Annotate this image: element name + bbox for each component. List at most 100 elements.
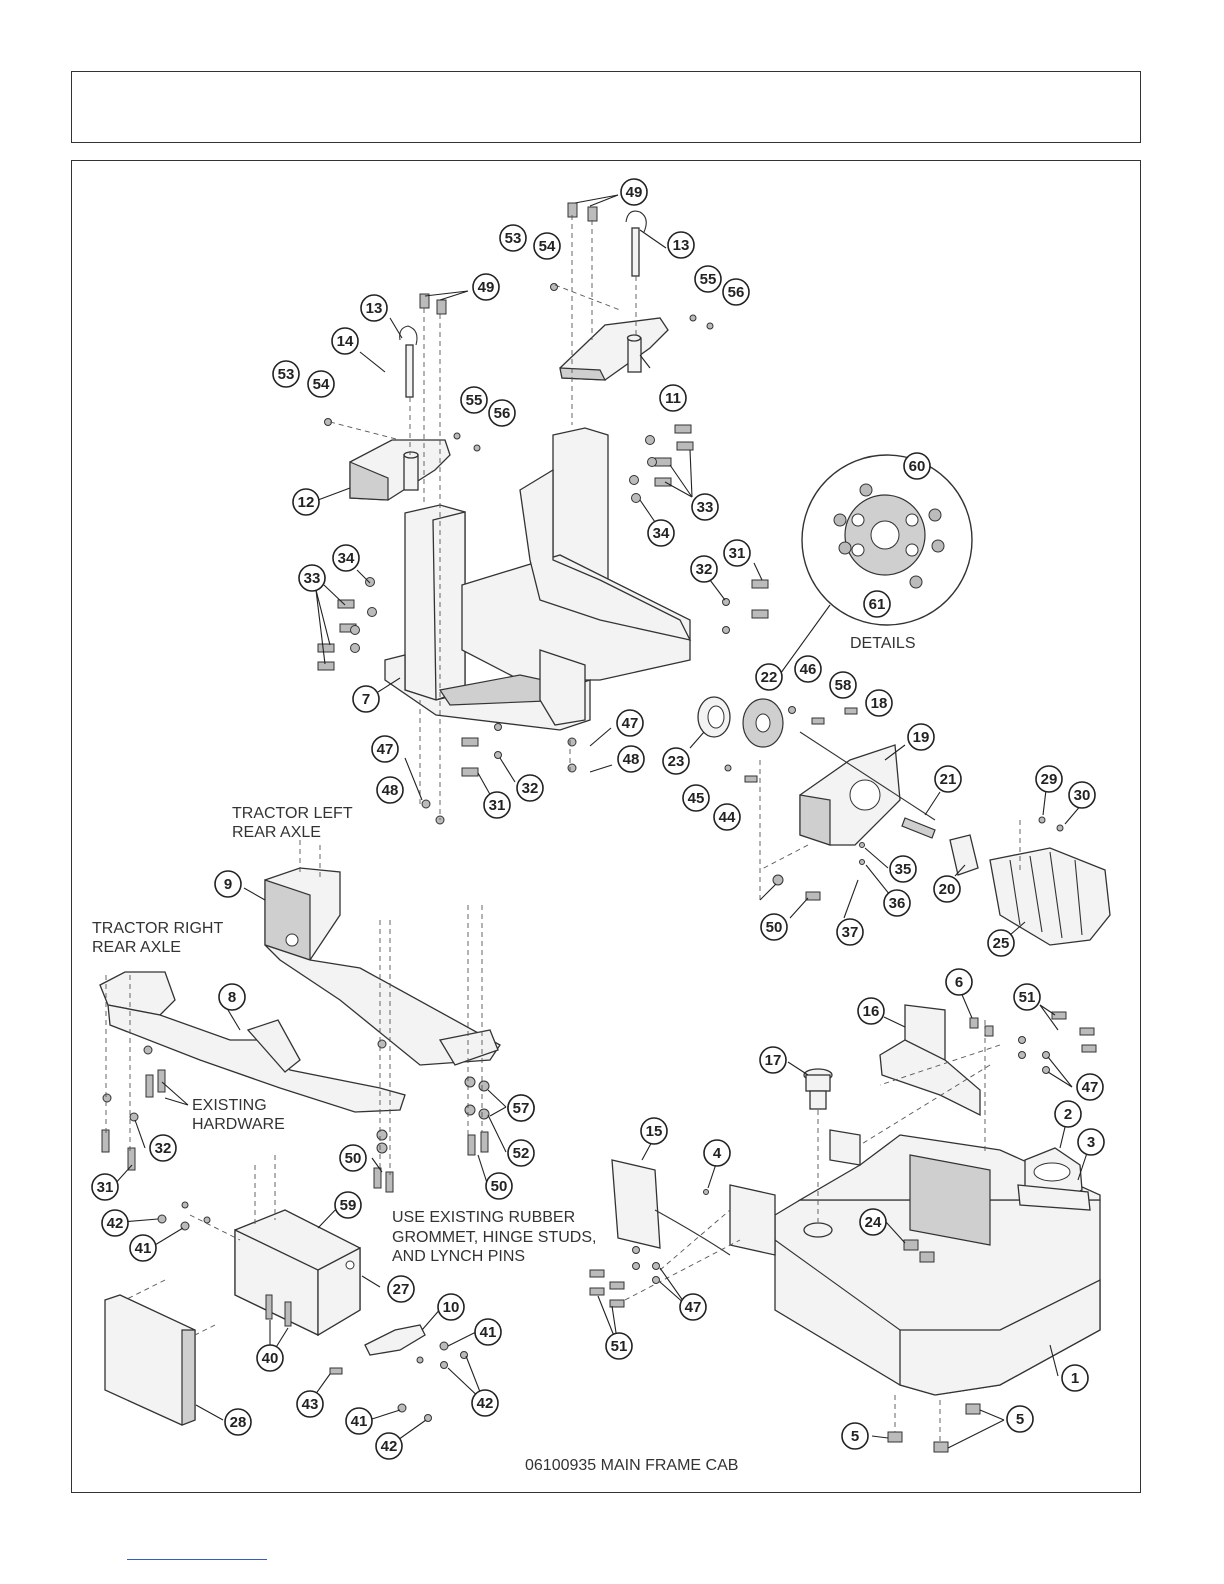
callout-22: 22 xyxy=(755,663,783,691)
callout-circle xyxy=(836,918,864,946)
callout-circle xyxy=(292,488,320,516)
part-9-left-axle-adapter xyxy=(264,867,501,1066)
callout-circle xyxy=(883,889,911,917)
callout-label: 36 xyxy=(889,895,906,912)
callout-circle xyxy=(1077,1128,1105,1156)
callout-circle xyxy=(703,1139,731,1167)
callout-circle xyxy=(149,1134,177,1162)
callout-circle xyxy=(1076,1073,1104,1101)
note-tractor-right-line1: TRACTOR RIGHT xyxy=(92,920,223,937)
callout-18: 18 xyxy=(865,689,893,717)
footer-link[interactable] xyxy=(127,1559,267,1560)
callout-label: 54 xyxy=(539,238,556,255)
callout-12: 12 xyxy=(292,488,320,516)
callout-49: 49 xyxy=(620,178,648,206)
callout-36: 36 xyxy=(883,889,911,917)
callout-label: 5 xyxy=(851,1428,859,1445)
callout-42: 42 xyxy=(101,1209,129,1237)
callout-circle xyxy=(605,1332,633,1360)
callout-23: 23 xyxy=(662,747,690,775)
callout-47: 47 xyxy=(679,1293,707,1321)
callout-circle xyxy=(214,870,242,898)
callout-label: 19 xyxy=(913,729,930,746)
callout-label: 20 xyxy=(939,881,956,898)
callout-circle xyxy=(485,1172,513,1200)
callout-57: 57 xyxy=(507,1094,535,1122)
callout-circle xyxy=(256,1344,284,1372)
callout-label: 34 xyxy=(338,550,355,567)
callout-43: 43 xyxy=(296,1390,324,1418)
callout-label: 47 xyxy=(622,715,639,732)
callout-circle xyxy=(691,493,719,521)
callout-label: 58 xyxy=(835,677,852,694)
header-box xyxy=(71,71,1141,143)
callout-circle xyxy=(682,784,710,812)
callout-circle xyxy=(617,745,645,773)
callout-circle xyxy=(889,855,917,883)
callout-label: 47 xyxy=(1082,1079,1099,1096)
callout-label: 49 xyxy=(626,184,643,201)
callout-circle xyxy=(934,765,962,793)
note-tractor-right-line2: REAR AXLE xyxy=(92,939,181,956)
callout-label: 6 xyxy=(955,974,963,991)
part-13-lynch-pin-right xyxy=(625,210,647,277)
callout-circle xyxy=(903,452,931,480)
callout-circle xyxy=(272,360,300,388)
callout-circle xyxy=(794,655,822,683)
callout-61: 61 xyxy=(863,590,891,618)
callout-circle xyxy=(865,689,893,717)
callout-circle xyxy=(307,370,335,398)
callout-41: 41 xyxy=(474,1318,502,1346)
callout-13: 13 xyxy=(667,231,695,259)
callout-circle xyxy=(640,1117,668,1145)
callout-circle xyxy=(298,564,326,592)
callout-label: 54 xyxy=(313,376,330,393)
part-28-cover xyxy=(104,1294,196,1426)
callout-47: 47 xyxy=(1076,1073,1104,1101)
callout-42: 42 xyxy=(471,1389,499,1417)
callout-56: 56 xyxy=(488,399,516,427)
part-22-flange xyxy=(742,698,784,748)
callout-label: 33 xyxy=(304,570,321,587)
callout-circle xyxy=(507,1094,535,1122)
callout-label: 21 xyxy=(940,771,957,788)
callout-label: 24 xyxy=(865,1214,882,1231)
callout-1: 1 xyxy=(1061,1364,1089,1392)
callout-25: 25 xyxy=(987,929,1015,957)
callout-54: 54 xyxy=(533,232,561,260)
part-12-bracket xyxy=(349,439,451,501)
callout-60: 60 xyxy=(903,452,931,480)
callout-label: 43 xyxy=(302,1396,319,1413)
callout-30: 30 xyxy=(1068,781,1096,809)
callout-15: 15 xyxy=(640,1117,668,1145)
callout-circle xyxy=(829,671,857,699)
callout-50: 50 xyxy=(485,1172,513,1200)
callout-label: 49 xyxy=(478,279,495,296)
note-tractor-right: TRACTOR RIGHT REAR AXLE xyxy=(92,920,223,956)
callout-label: 50 xyxy=(766,919,783,936)
callout-circle xyxy=(933,875,961,903)
callout-label: 14 xyxy=(337,333,354,350)
callout-label: 5 xyxy=(1016,1411,1024,1428)
callout-circle xyxy=(755,663,783,691)
part-3-base xyxy=(1017,1184,1091,1211)
callout-label: 25 xyxy=(993,935,1010,952)
note-tractor-left-line2: REAR AXLE xyxy=(232,824,321,841)
callout-circle xyxy=(723,539,751,567)
note-existing-hardware: EXISTING HARDWARE xyxy=(192,1097,285,1133)
callout-51: 51 xyxy=(605,1332,633,1360)
part-15-plate xyxy=(611,1159,731,1256)
callout-circle xyxy=(224,1408,252,1436)
part-7-main-frame xyxy=(384,427,692,731)
callout-48: 48 xyxy=(376,776,404,804)
callout-3: 3 xyxy=(1077,1128,1105,1156)
callout-circle xyxy=(1061,1364,1089,1392)
callout-circle xyxy=(332,544,360,572)
callout-label: 32 xyxy=(696,561,713,578)
callout-label: 42 xyxy=(477,1395,494,1412)
callout-53: 53 xyxy=(499,224,527,252)
callout-circle xyxy=(483,791,511,819)
callout-label: 45 xyxy=(688,790,705,807)
callout-label: 41 xyxy=(351,1413,368,1430)
part-19-pump-mount xyxy=(799,731,936,846)
